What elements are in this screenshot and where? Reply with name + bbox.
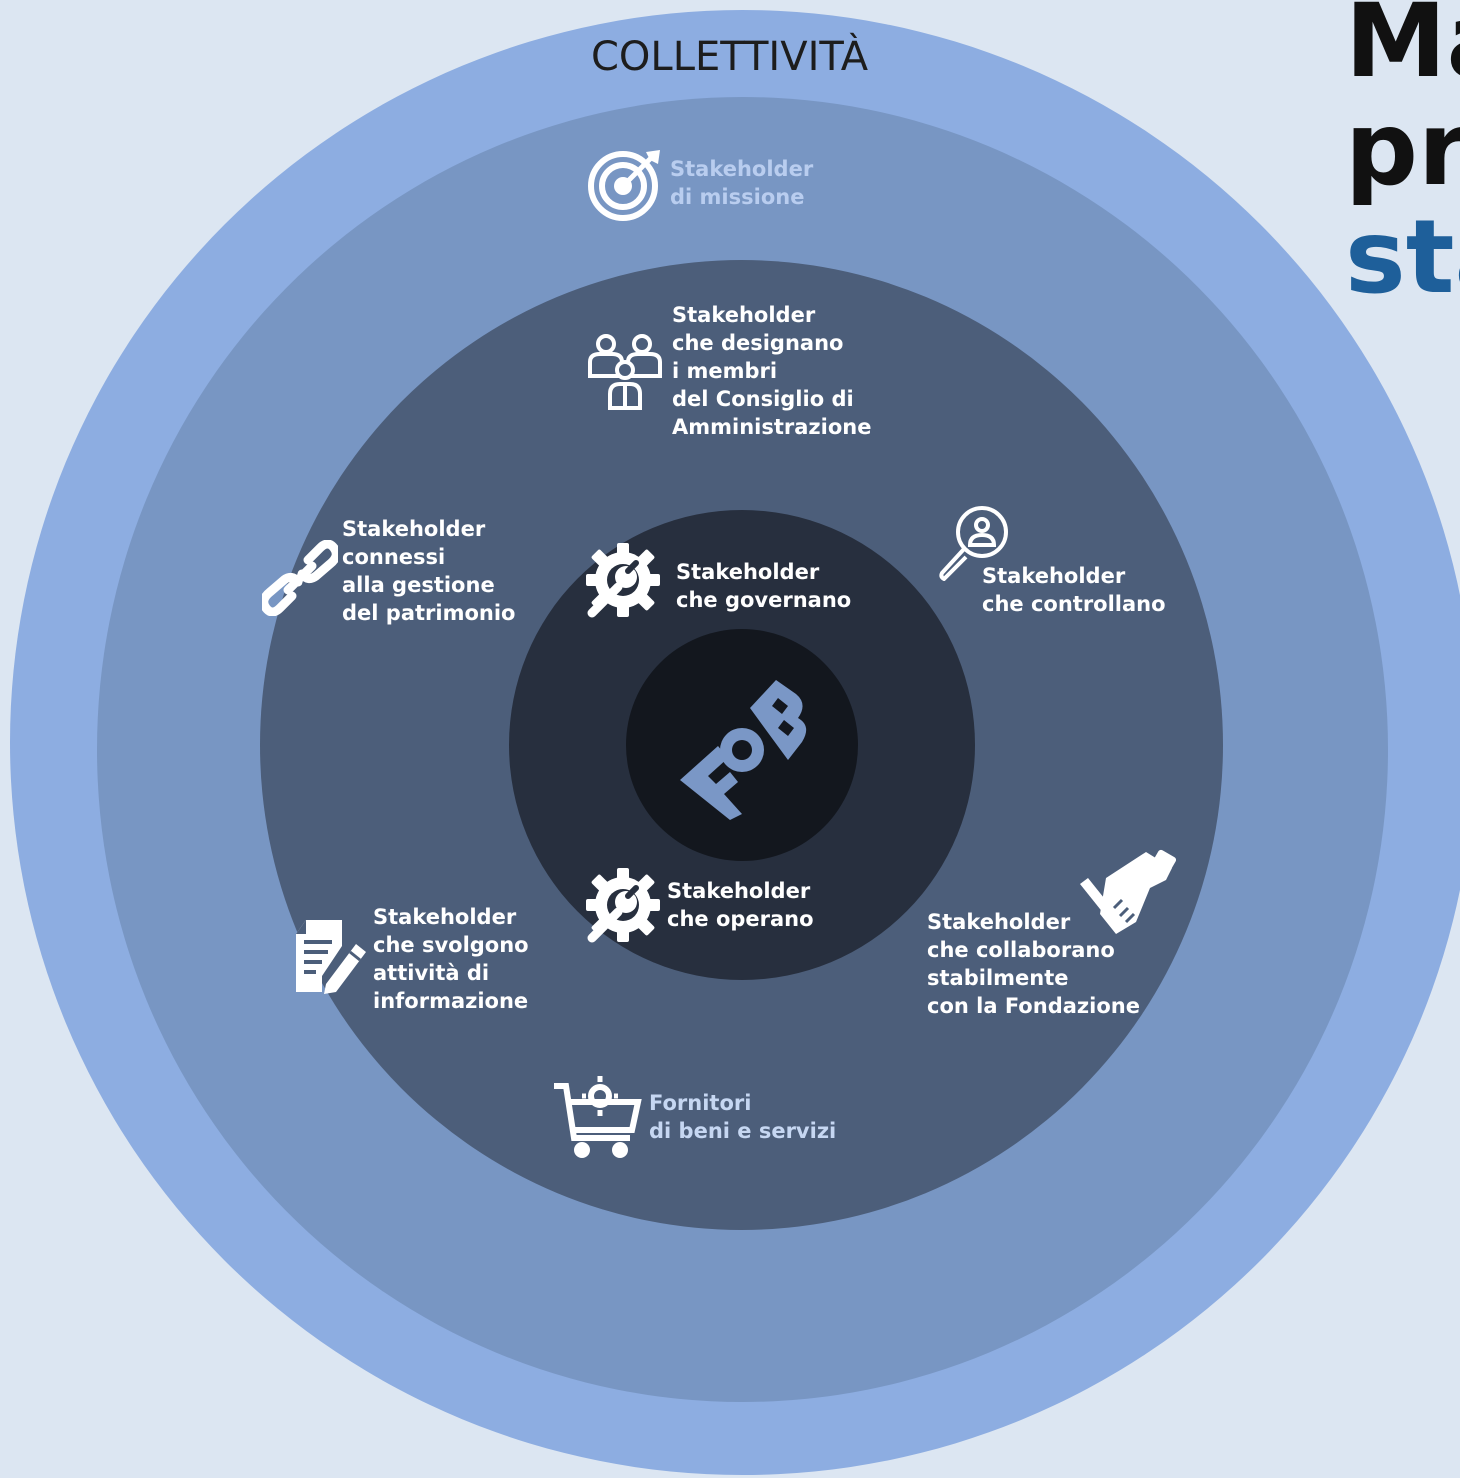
handshake-icon (1076, 848, 1176, 934)
target-icon (588, 148, 662, 222)
label-controllano: Stakeholder che controllano (982, 564, 1166, 616)
board-members-icon (586, 332, 664, 410)
magnifier-person-icon (936, 505, 1012, 581)
outer-ring-label: COLLETTIVITÀ (591, 34, 869, 80)
label-governano: Stakeholder che governano (676, 560, 852, 612)
gear-wrench-icon (584, 541, 662, 619)
label-missione: Stakeholder di missione (670, 157, 814, 209)
page-title: Ma pri sta (1345, 0, 1460, 312)
fob-logo (672, 668, 812, 823)
label-fornitori: Fornitori di beni e servizi (649, 1091, 837, 1143)
title-line-1: Ma (1345, 0, 1460, 101)
label-operano: Stakeholder che operano (667, 879, 814, 931)
label-patrimonio: Stakeholder connessi alla gestione del p… (342, 517, 516, 625)
gear-wrench-icon (584, 866, 662, 944)
label-designano: Stakeholder che designano i membri del C… (672, 303, 872, 439)
title-line-2: pri (1345, 90, 1460, 209)
document-pencil-icon (292, 916, 368, 996)
label-informazione: Stakeholder che svolgono attività di inf… (373, 905, 529, 1013)
link-icon (262, 540, 338, 616)
label-collaborano: Stakeholder che collaborano stabilmente … (927, 910, 1140, 1018)
cart-gear-icon (552, 1074, 642, 1160)
title-line-3: sta (1345, 198, 1460, 317)
